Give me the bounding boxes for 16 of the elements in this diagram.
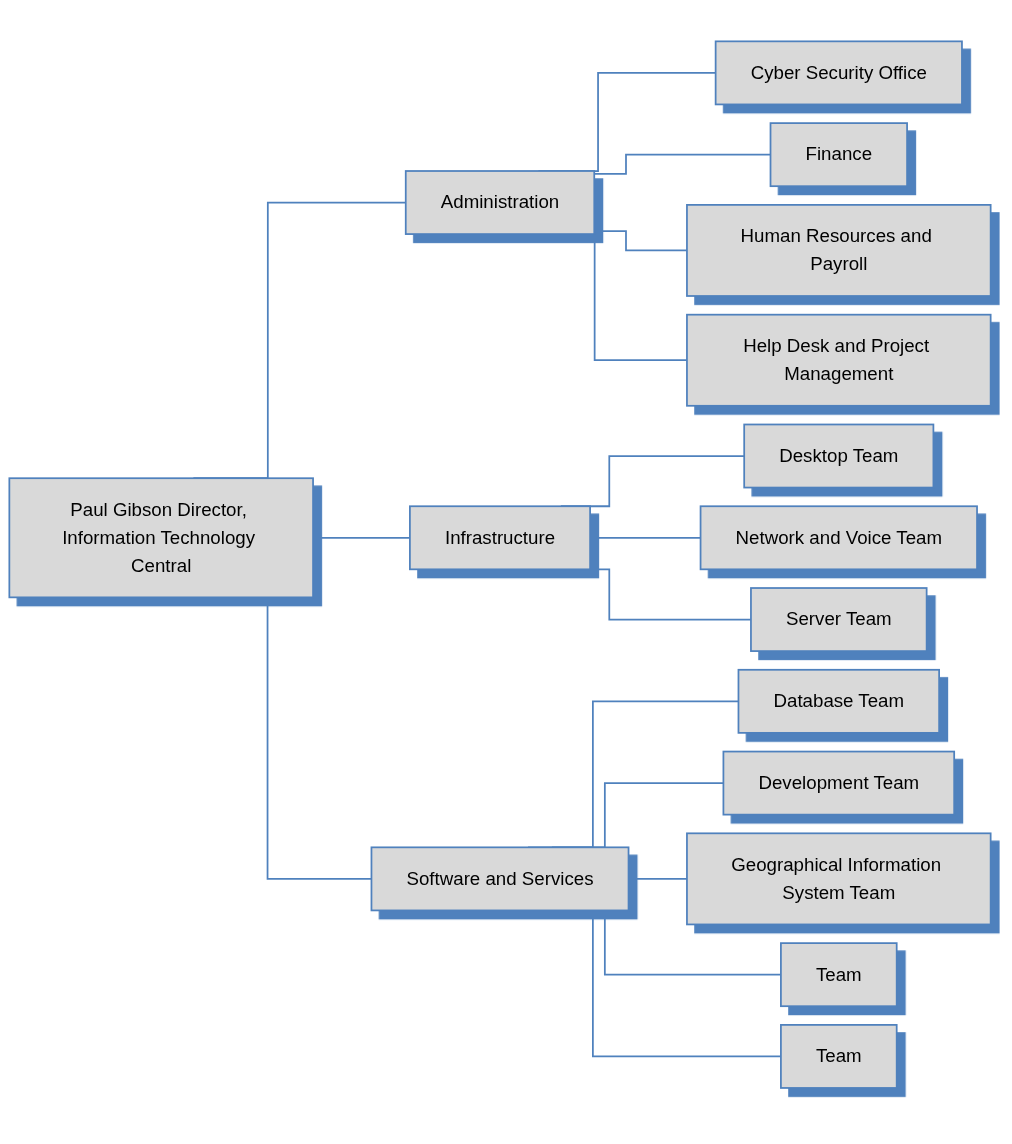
node-box: Administration: [404, 170, 596, 236]
node-box: Human Resources and Payroll: [686, 204, 992, 298]
node-box: Software and Services: [370, 846, 630, 912]
node-box: Finance: [769, 122, 908, 188]
node-box: Geographical Information System Team: [686, 832, 992, 926]
node-box: Database Team: [737, 669, 940, 735]
node-box: Cyber Security Office: [714, 40, 963, 106]
node-box: Paul Gibson Director, Information Technology Central: [8, 477, 314, 599]
node-box: Team: [780, 942, 898, 1008]
node-box: Infrastructure: [409, 505, 591, 571]
node-box: Server Team: [750, 587, 928, 653]
node-box: Network and Voice Team: [699, 505, 978, 571]
node-box: Development Team: [722, 751, 956, 816]
node-box: Desktop Team: [743, 423, 935, 489]
node-box: Help Desk and Project Management: [686, 314, 992, 407]
node-box: Team: [780, 1024, 898, 1090]
